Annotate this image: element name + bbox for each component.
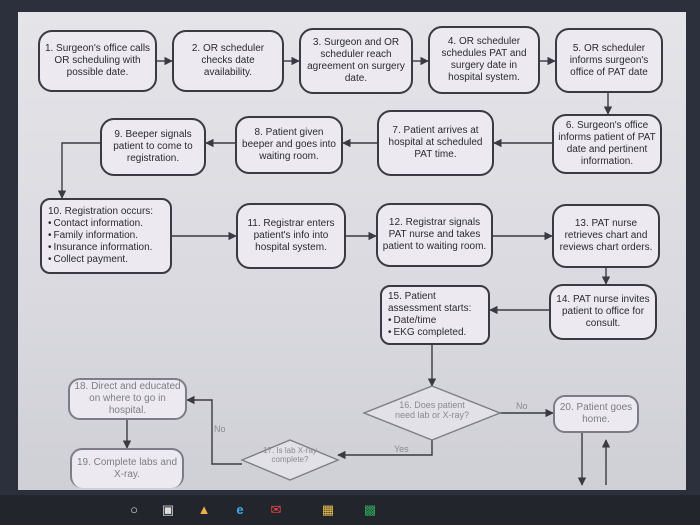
step-16-text: 16. Does patient need lab or X-ray? [394,400,470,420]
store-icon[interactable]: ▲ [197,502,211,517]
step-10-list: Contact information. Family information.… [48,218,153,266]
label-yes-16: Yes [394,444,409,454]
cortana-icon[interactable]: ○ [130,502,138,517]
edge-icon[interactable]: e [236,502,244,517]
step-15: 15. Patient assessment starts: Date/time… [380,285,490,345]
step-3: 3. Surgeon and OR scheduler reach agreem… [299,28,413,94]
step-6: 6. Surgeon's office informs patient of P… [552,114,662,174]
step-8-text: 8. Patient given beeper and goes into wa… [242,127,336,162]
step-10-item: Family information. [48,230,152,242]
step-20: 20. Patient goes home. [553,395,639,433]
step-15-list: Date/time EKG completed. [388,315,467,339]
step-7-text: 7. Patient arrives at hospital at schedu… [388,125,483,160]
step-4: 4. OR scheduler schedules PAT and surger… [428,26,540,94]
step-17-text: 17. Is lab X-ray complete? [263,446,317,464]
step-3-text: 3. Surgeon and OR scheduler reach agreem… [307,37,405,84]
step-9-text: 9. Beeper signals patient to come to reg… [113,129,193,164]
decision-17-shape [240,439,340,481]
step-15-item: EKG completed. [388,327,467,339]
explorer-icon[interactable]: ▦ [321,502,335,517]
step-15-title: 15. Patient assessment starts: [388,291,472,314]
step-14: 14. PAT nurse invites patient to office … [549,284,657,340]
step-19: 19. Complete labs and X-ray. [70,448,184,488]
step-10-item: Insurance information. [48,242,153,254]
step-11-text: 11. Registrar enters patient's info into… [247,218,335,253]
step-9: 9. Beeper signals patient to come to reg… [100,118,206,176]
step-7: 7. Patient arrives at hospital at schedu… [377,110,494,176]
step-13: 13. PAT nurse retrieves chart and review… [552,204,660,268]
excel-icon[interactable]: ▩ [363,502,377,517]
step-2-text: 2. OR scheduler checks date availability… [191,43,265,78]
step-14-text: 14. PAT nurse invites patient to office … [556,294,650,329]
step-18-text: 18. Direct and educated on where to go i… [74,381,181,416]
label-no-16: No [516,401,528,411]
step-13-text: 13. PAT nurse retrieves chart and review… [559,218,653,253]
step-1: 1. Surgeon's office calls OR scheduling … [38,30,157,92]
step-19-text: 19. Complete labs and X-ray. [76,457,178,480]
step-1-text: 1. Surgeon's office calls OR scheduling … [44,43,151,78]
step-5: 5. OR scheduler informs surgeon's office… [555,28,663,93]
arrow-9-10 [57,142,100,199]
step-4-text: 4. OR scheduler schedules PAT and surger… [441,36,527,83]
step-11: 11. Registrar enters patient's info into… [236,203,346,269]
step-15-item: Date/time [388,315,466,327]
step-10-item: Contact information. [48,218,152,230]
label-no-17: No [214,424,226,434]
step-12: 12. Registrar signals PAT nurse and take… [376,203,493,267]
arrow-16-17 [337,440,433,460]
step-8: 8. Patient given beeper and goes into wa… [235,116,343,174]
mail-icon[interactable]: ✉ [270,502,282,517]
decision-16-shape [362,385,502,441]
step-2: 2. OR scheduler checks date availability… [172,30,284,92]
step-10-title: 10. Registration occurs: [48,206,154,217]
arrow-17-18 [186,395,242,465]
step-10-item: Collect payment. [48,254,152,266]
step-18: 18. Direct and educated on where to go i… [68,378,187,420]
step-12-text: 12. Registrar signals PAT nurse and take… [382,217,487,252]
step-20-text: 20. Patient goes home. [559,402,633,425]
step-10: 10. Registration occurs: Contact informa… [40,198,172,274]
step-6-text: 6. Surgeon's office informs patient of P… [558,120,656,167]
step-5-text: 5. OR scheduler informs surgeon's office… [569,42,649,78]
taskbar: ○ ▣ ▲ e ✉ ▦ ▩ [0,495,700,525]
task-view-icon[interactable]: ▣ [161,502,175,517]
